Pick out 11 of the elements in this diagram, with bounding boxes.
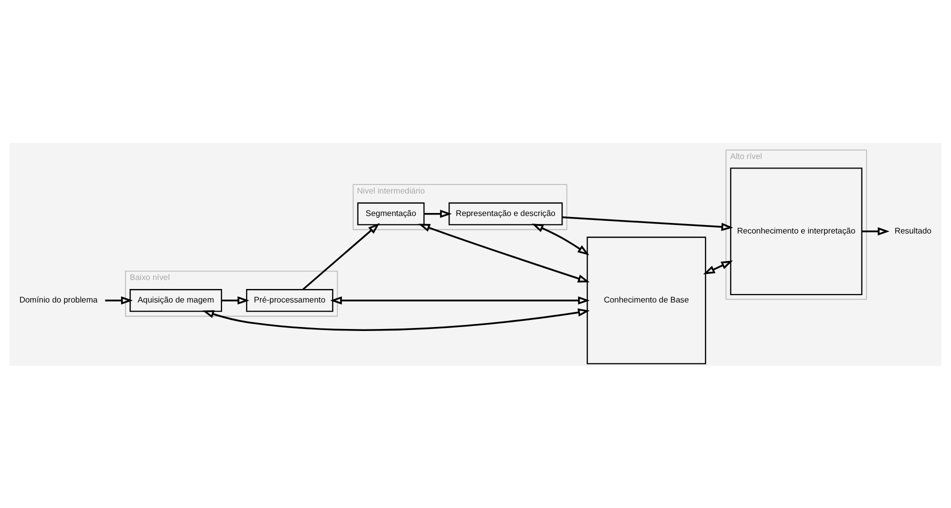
arrow <box>562 216 734 230</box>
arrow <box>703 260 733 274</box>
arrow <box>302 222 380 290</box>
arrow <box>532 223 590 255</box>
arrow <box>222 296 250 304</box>
arrow <box>202 308 590 330</box>
arrow <box>330 296 590 304</box>
arrow <box>862 226 890 235</box>
arrow <box>418 223 590 282</box>
arrow <box>105 296 133 304</box>
arrow <box>424 209 452 218</box>
